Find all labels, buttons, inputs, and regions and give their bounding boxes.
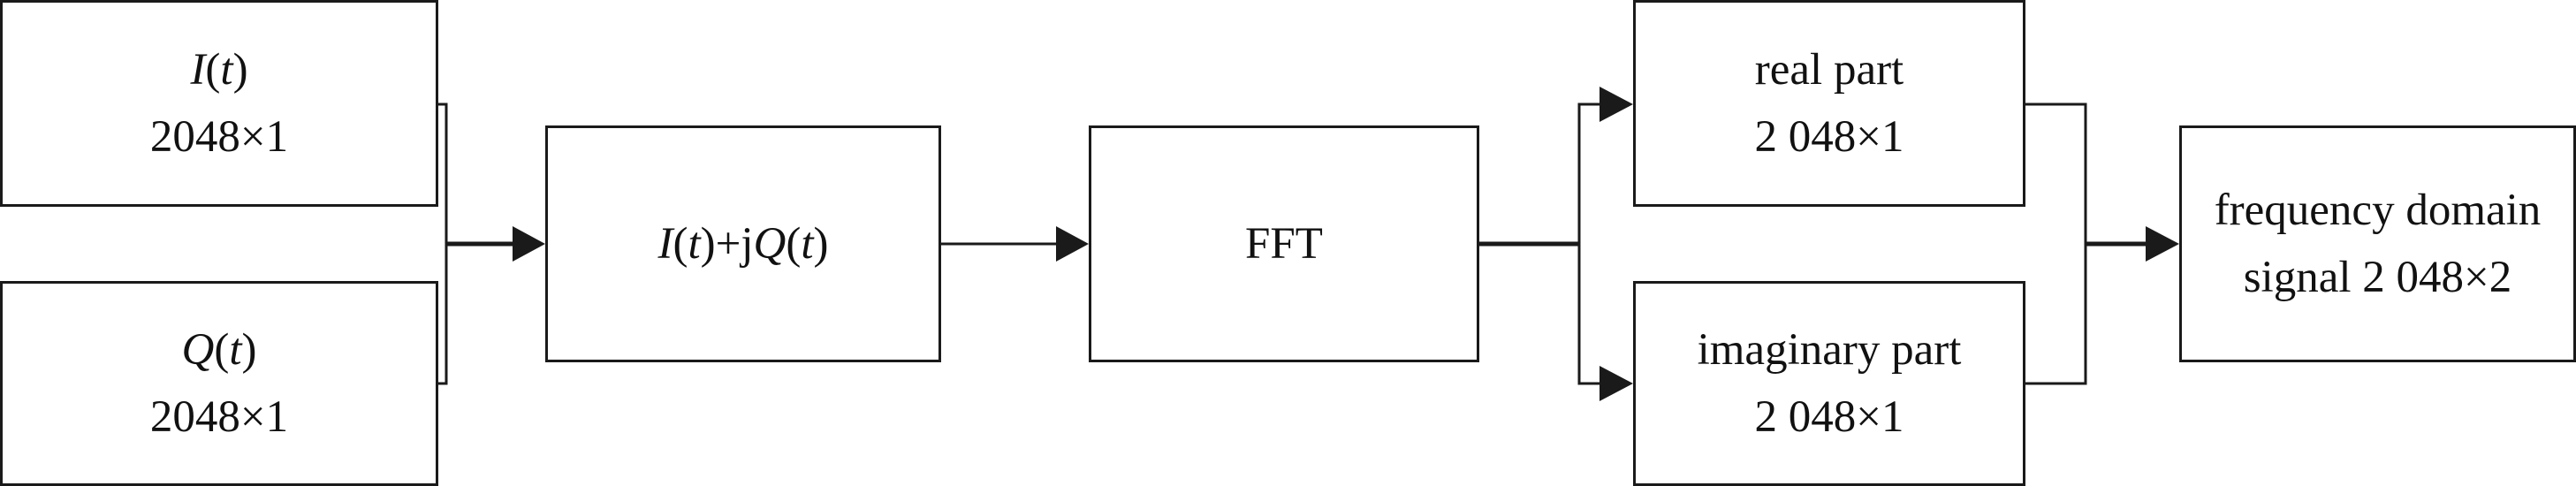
frequency-domain-box: frequency domain signal 2 048×2	[2179, 125, 2576, 362]
complex-combine-box: I(t)+jQ(t)	[545, 125, 941, 362]
imaginary-part-box: imaginary part 2 048×1	[1633, 281, 2025, 486]
real-part-label: real part	[1754, 44, 1904, 95]
connector-real-imag-merge	[2025, 103, 2087, 385]
real-part-box: real part 2 048×1	[1633, 0, 2025, 207]
frequency-domain-line1: frequency domain	[2214, 185, 2542, 235]
arrowhead-to-real	[1600, 87, 1633, 122]
i-signal-label: I(t)	[190, 44, 248, 95]
q-signal-label: Q(t)	[181, 324, 257, 375]
imaginary-part-label: imaginary part	[1697, 324, 1962, 375]
frequency-domain-line2: signal 2 048×2	[2243, 253, 2512, 302]
arrowhead-to-imag	[1600, 366, 1633, 401]
real-part-size: 2 048×1	[1754, 112, 1904, 162]
arrowhead-to-combine	[513, 226, 545, 262]
imaginary-part-size: 2 048×1	[1754, 392, 1904, 442]
fft-box: FFT	[1089, 125, 1479, 362]
q-signal-box: Q(t) 2048×1	[0, 281, 438, 486]
arrowhead-to-freq	[2146, 226, 2179, 262]
connector-i-to-merge	[438, 103, 448, 385]
connector-split-branches	[1577, 103, 1600, 385]
q-signal-size: 2048×1	[149, 392, 289, 442]
arrowhead-to-fft	[1056, 226, 1089, 262]
i-signal-box: I(t) 2048×1	[0, 0, 438, 207]
complex-combine-label: I(t)+jQ(t)	[657, 218, 829, 269]
i-signal-size: 2048×1	[149, 112, 289, 162]
fft-label: FFT	[1245, 218, 1323, 269]
